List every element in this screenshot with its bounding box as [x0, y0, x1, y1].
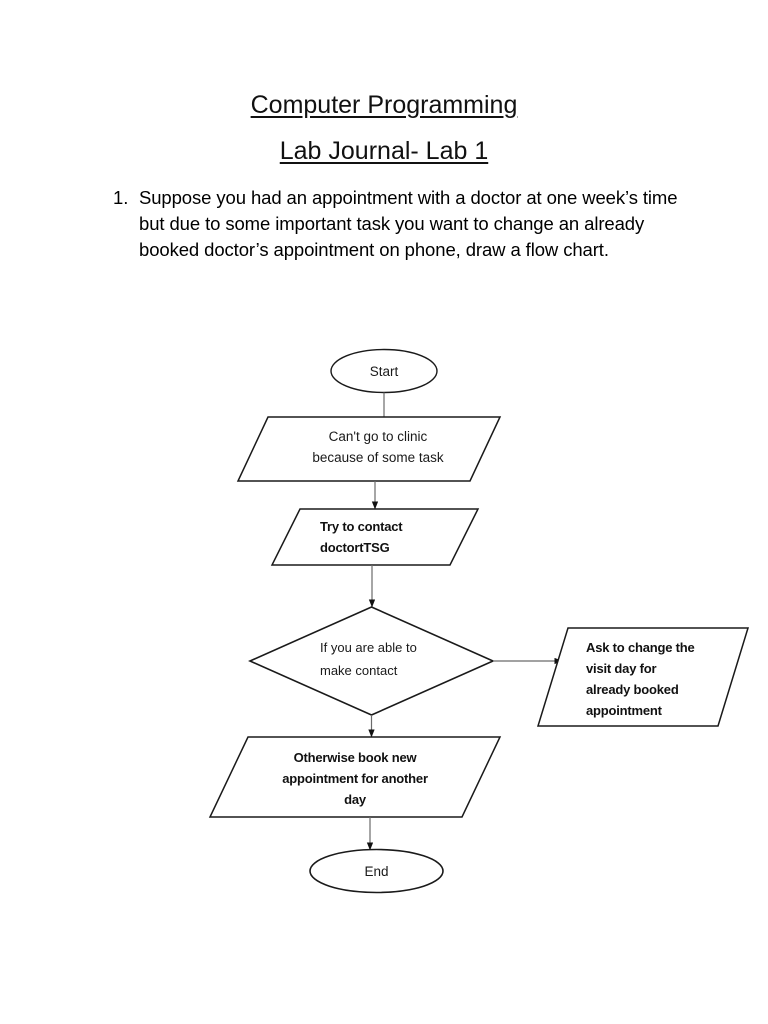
node-otherwisebook-line3: day	[344, 791, 366, 807]
node-decision-shape	[248, 606, 495, 716]
node-askchange-line2: visit day for	[586, 661, 657, 676]
node-decision-line2: make contact	[320, 663, 398, 678]
node-askchange-label-box: Ask to change the visit day for already …	[586, 638, 746, 720]
node-decision-label-box: If you are able to make contact	[320, 634, 490, 684]
node-cantgo-line2: because of some task	[312, 450, 444, 465]
page-subtitle-text: Lab Journal- Lab 1	[279, 137, 489, 165]
question-item: 1. Suppose you had an appointment with a…	[113, 185, 688, 263]
node-end-shape	[309, 848, 444, 894]
node-otherwisebook-label-box: Otherwise book new appointment for anoth…	[255, 745, 455, 811]
page-title-text: Computer Programming	[250, 91, 518, 119]
node-otherwisebook-shape	[208, 736, 502, 818]
node-end-label: End	[364, 863, 389, 879]
page-subtitle: Lab Journal- Lab 1	[0, 134, 768, 168]
node-otherwisebook-line1: Otherwise book new	[293, 749, 417, 765]
node-trycontact-shape	[270, 508, 480, 566]
node-askchange-line3: already booked	[586, 682, 679, 697]
node-start-label-box: Start	[331, 350, 437, 393]
node-end-label-box: End	[310, 850, 443, 893]
node-askchange-line1: Ask to change the	[586, 640, 695, 655]
title-block: Computer Programming Lab Journal- Lab 1	[0, 88, 768, 168]
node-trycontact-label-box: Try to contact doctortTSG	[320, 514, 470, 560]
node-cantgo-line1: Can't go to clinic	[328, 429, 428, 444]
node-start-label: Start	[369, 363, 399, 379]
page-title: Computer Programming	[0, 88, 768, 122]
node-askchange-shape	[536, 627, 750, 727]
node-cantgo-shape	[236, 416, 502, 482]
node-decision-line1: If you are able to	[320, 640, 417, 655]
question-number: 1.	[113, 187, 129, 208]
node-askchange-line4: appointment	[586, 703, 662, 718]
node-trycontact-line2: doctortTSG	[320, 540, 390, 555]
question-text: Suppose you had an appointment with a do…	[139, 187, 678, 260]
node-start-shape	[330, 348, 438, 394]
node-cantgo-label-box: Can't go to clinic because of some task	[278, 421, 478, 473]
node-otherwisebook-line2: appointment for another	[282, 770, 428, 786]
node-trycontact-line1: Try to contact	[320, 519, 403, 534]
